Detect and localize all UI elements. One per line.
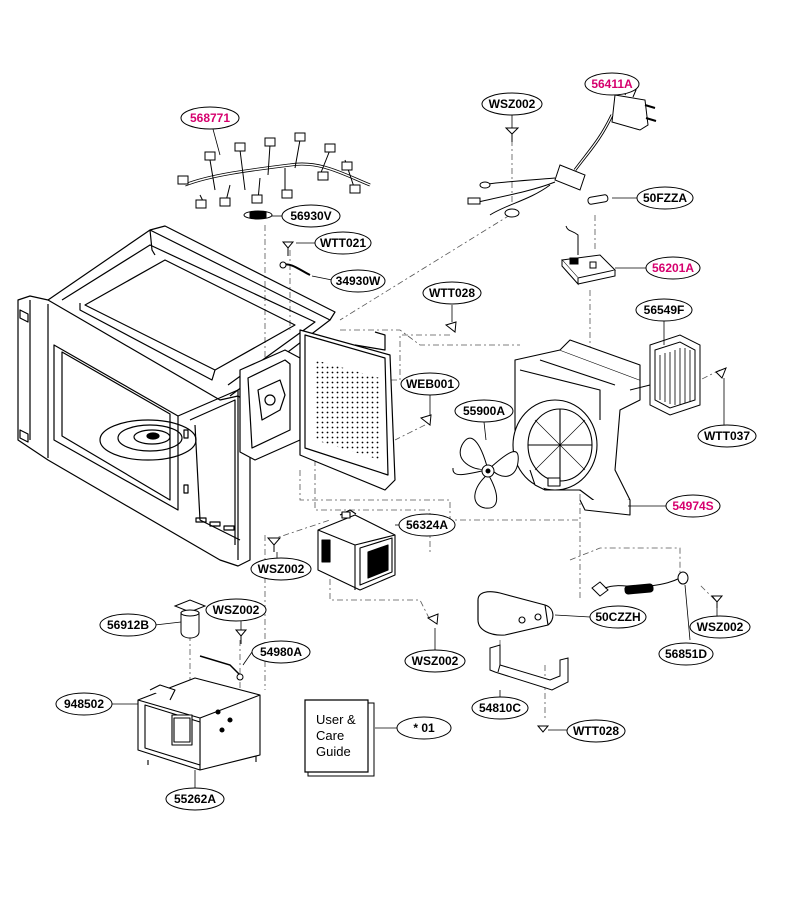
callout-56411A-bubble xyxy=(584,72,640,96)
label-WTT037: WTT037 xyxy=(704,429,750,443)
callout-54974S-bubble xyxy=(665,494,721,518)
label-54974S: 54974S xyxy=(672,499,713,513)
label-WTT021: WTT021 xyxy=(320,236,366,250)
filter-board-part xyxy=(560,225,617,286)
hood-assembly-part xyxy=(137,677,261,771)
guide-title-line3: Guide xyxy=(316,744,351,759)
label-34930W: 34930W xyxy=(336,274,381,288)
callout-54810C-bubble xyxy=(471,696,529,720)
label-50CZZH: 50CZZH xyxy=(595,610,640,624)
callout-WSZ002-right-bubble xyxy=(689,615,751,639)
callout-50CZZH-bubble xyxy=(589,605,647,629)
label-WSZ002-right: WSZ002 xyxy=(697,620,744,634)
callout-WSZ002-top-bubble xyxy=(481,92,543,116)
label-WTT028-bottom: WTT028 xyxy=(573,724,619,738)
user-care-guide-booklet: User & Care Guide xyxy=(304,699,375,777)
label-55262A: 55262A xyxy=(174,792,216,806)
callout-WSZ002-mid-bubble xyxy=(205,598,267,622)
label-54980A: 54980A xyxy=(260,645,302,659)
label-54810C: 54810C xyxy=(479,701,521,715)
callout-56912B-bubble xyxy=(99,613,157,637)
label-WSZ002-mid: WSZ002 xyxy=(213,603,260,617)
label-WEB001: WEB001 xyxy=(406,377,454,391)
callout-WTT037-bubble xyxy=(697,424,757,448)
callout-948502-bubble xyxy=(55,692,113,716)
fuse-part xyxy=(587,194,609,205)
label-WSZ002-top: WSZ002 xyxy=(489,97,536,111)
guide-title-line2: Care xyxy=(316,728,344,743)
label-568771: 568771 xyxy=(190,111,230,125)
label-948502: 948502 xyxy=(64,697,104,711)
vent-hole-pattern xyxy=(315,360,380,460)
diode-part xyxy=(591,571,689,597)
callout-568771-bubble xyxy=(180,106,240,130)
capacitor-bracket-part xyxy=(489,644,569,691)
callout-55900A-bubble xyxy=(454,399,514,423)
label-WTT028-top: WTT028 xyxy=(429,286,475,300)
label-56411A: 56411A xyxy=(591,77,633,91)
callout-50FZZA-bubble xyxy=(636,186,694,210)
label-WSZ002-bottom: WSZ002 xyxy=(412,654,459,668)
transformer-part xyxy=(317,509,396,591)
fan-bracket-part xyxy=(512,339,641,516)
callout-34930W-bubble xyxy=(330,269,386,293)
label-56324A: 56324A xyxy=(406,518,448,532)
label-56912B: 56912B xyxy=(107,618,149,632)
fan-blade-part xyxy=(452,437,519,509)
callout-54980A-bubble xyxy=(251,640,311,664)
capacitor-part xyxy=(477,591,554,636)
label-01: * 01 xyxy=(413,721,435,735)
fan-motor-part xyxy=(629,334,727,416)
small-top-parts xyxy=(243,210,311,276)
wire-harness-part xyxy=(177,132,371,209)
label-55900A: 55900A xyxy=(463,404,505,418)
label-56201A: 56201A xyxy=(652,261,694,275)
callout-WTT028-top-bubble xyxy=(422,281,482,305)
wire-part xyxy=(199,655,244,681)
label-WSZ002-left: WSZ002 xyxy=(258,562,305,576)
callout-texts: 568771 56930V WTT021 34930W WSZ002 56411… xyxy=(64,77,750,806)
callout-WTT021-bubble xyxy=(314,231,372,255)
callout-labels xyxy=(55,72,757,811)
lamp-socket-part xyxy=(173,599,207,639)
callout-WTT028-bottom-bubble xyxy=(566,719,626,743)
callout-55262A-bubble xyxy=(165,787,225,811)
callout-56851D-bubble xyxy=(658,642,714,666)
callout-WSZ002-bottom-bubble xyxy=(404,649,466,673)
label-56851D: 56851D xyxy=(665,647,707,661)
label-56549F: 56549F xyxy=(644,303,685,317)
guide-title-line1: User & xyxy=(316,712,356,727)
callout-56201A-bubble xyxy=(645,256,701,280)
callout-WEB001-bubble xyxy=(400,372,460,396)
screws xyxy=(234,321,724,733)
label-50FZZA: 50FZZA xyxy=(643,191,687,205)
callout-WSZ002-left-bubble xyxy=(250,557,312,581)
power-cord-part xyxy=(467,87,657,218)
label-56930V: 56930V xyxy=(290,209,331,223)
callout-56549F-bubble xyxy=(635,298,693,322)
callout-56324A-bubble xyxy=(398,513,456,537)
callout-56930V-bubble xyxy=(281,204,341,228)
callout-01-bubble xyxy=(396,716,452,740)
